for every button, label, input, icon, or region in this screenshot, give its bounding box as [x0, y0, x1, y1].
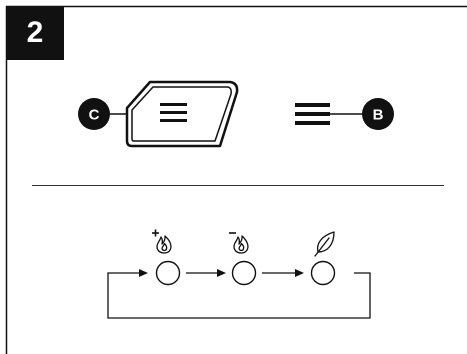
unit-menu-button — [295, 103, 362, 125]
remote-outline-outer — [125, 80, 239, 148]
mode-circle-eco — [310, 260, 336, 286]
remote-control — [110, 80, 239, 148]
mode-circle-heat-low — [231, 260, 257, 286]
callout-c-label: C — [89, 107, 100, 124]
callout-b-label: B — [373, 107, 384, 124]
arrow-right-icon — [186, 269, 226, 277]
leaf-icon — [314, 231, 335, 257]
menu-icon — [295, 103, 330, 125]
menu-icon — [160, 103, 187, 122]
mode-circle-heat-high — [155, 260, 181, 286]
callout-c: C — [78, 98, 110, 130]
step-number-badge: 2 — [6, 6, 64, 60]
remote-outline-inner — [131, 86, 232, 142]
arrow-right-icon — [262, 269, 304, 277]
callout-c-circle — [78, 98, 110, 130]
callout-b: B — [362, 98, 394, 130]
callout-b-circle — [362, 98, 394, 130]
flame-minus-icon — [229, 232, 249, 254]
arrow-right-icon — [139, 269, 148, 277]
flame-plus-icon — [152, 229, 172, 254]
cycle-return-loop — [107, 272, 371, 319]
mode-cycle — [107, 229, 371, 319]
step-number: 2 — [26, 16, 44, 49]
